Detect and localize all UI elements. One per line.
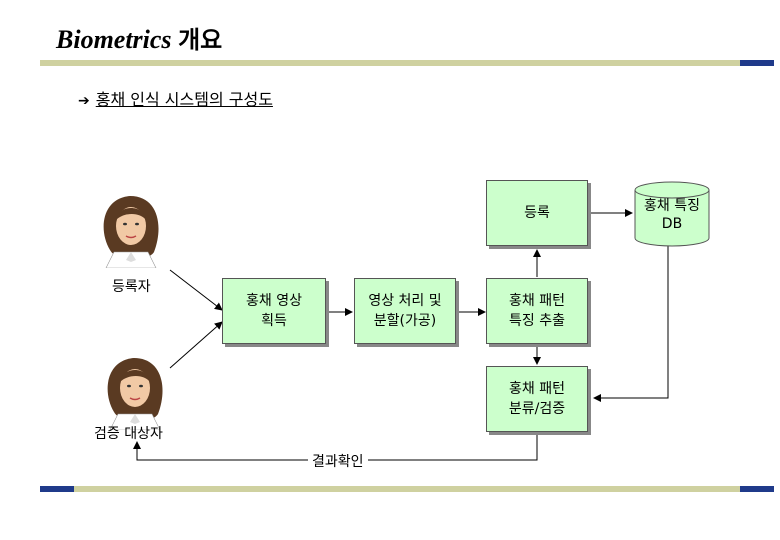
bullet-arrow-icon: ➔ (78, 93, 90, 109)
arrow-verifier-to-acquire (169, 321, 223, 369)
result-label: 결과확인 (308, 451, 368, 471)
arrow-registrant-to-acquire (169, 269, 223, 311)
title-latin: Biometrics (56, 25, 172, 54)
box-process: 영상 처리 및 분할(가공) (354, 278, 456, 344)
box-classify: 홍채 패턴 분류/검증 (486, 366, 588, 432)
bottom-rule (74, 486, 740, 492)
registrant-label: 등록자 (112, 279, 151, 295)
bottom-rule-end (740, 486, 774, 492)
box-register: 등록 (486, 180, 588, 246)
box-extract: 홍채 패턴 특징 추출 (486, 278, 588, 344)
arrow-db-to-classify (593, 243, 669, 402)
page-title: Biometrics 개요 (56, 20, 222, 55)
top-rule (40, 60, 740, 66)
verifier-label: 검증 대상자 (94, 426, 163, 442)
registrant-face-icon (103, 196, 159, 268)
box-acquire: 홍채 영상 획득 (222, 278, 326, 344)
bullet-item: ➔ 홍채 인식 시스템의 구성도 (78, 86, 273, 110)
bullet-text: 홍채 인식 시스템의 구성도 (95, 90, 273, 109)
db-label: 홍채 특징 DB (644, 198, 700, 232)
verifier-face-icon (107, 358, 163, 430)
db-cylinder-icon (634, 181, 710, 247)
bottom-rule-start (40, 486, 74, 492)
top-rule-end (740, 60, 774, 66)
title-korean: 개요 (178, 26, 223, 54)
